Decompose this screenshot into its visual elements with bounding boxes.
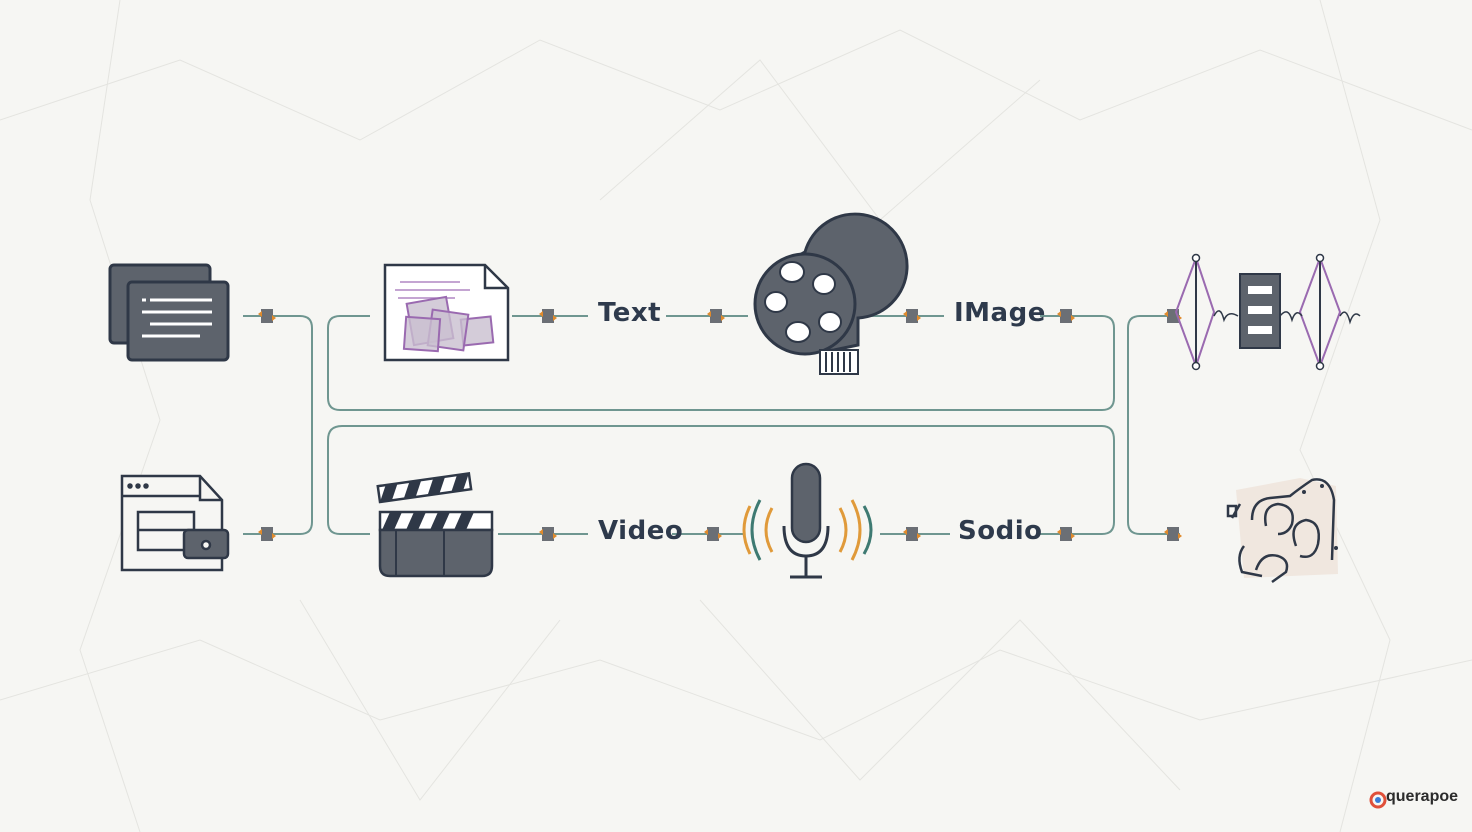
brand-logo-icon	[1369, 791, 1387, 809]
connector-node	[539, 309, 557, 323]
text-label: Text	[598, 298, 662, 328]
image-label: IMage	[954, 298, 1046, 328]
connector-node	[903, 527, 921, 541]
connector-node	[258, 527, 276, 541]
faces-sketch-icon	[1226, 478, 1338, 584]
film-reel-icon	[753, 212, 909, 375]
connector-node	[707, 309, 725, 323]
browser-window-icon	[120, 474, 230, 572]
connector-node	[704, 527, 722, 541]
connector-nodes	[258, 309, 1182, 541]
watermark: querapoe	[1368, 788, 1458, 806]
connector-node	[903, 309, 921, 323]
audio-label: Sodio	[958, 516, 1043, 546]
video-label: Video	[598, 516, 684, 546]
connector-node	[1057, 527, 1075, 541]
image-document-icon	[383, 263, 510, 362]
microphone-icon	[742, 462, 873, 579]
watermark-text: querapoe	[1386, 788, 1459, 805]
connector-node	[1057, 309, 1075, 323]
clapperboard-icon	[376, 471, 494, 578]
connector-node	[539, 527, 557, 541]
connector-lines	[243, 315, 1180, 535]
connector-node	[258, 309, 276, 323]
document-stack-icon	[108, 263, 230, 362]
connector-node	[1164, 527, 1182, 541]
waveform-network-icon	[1174, 253, 1361, 371]
